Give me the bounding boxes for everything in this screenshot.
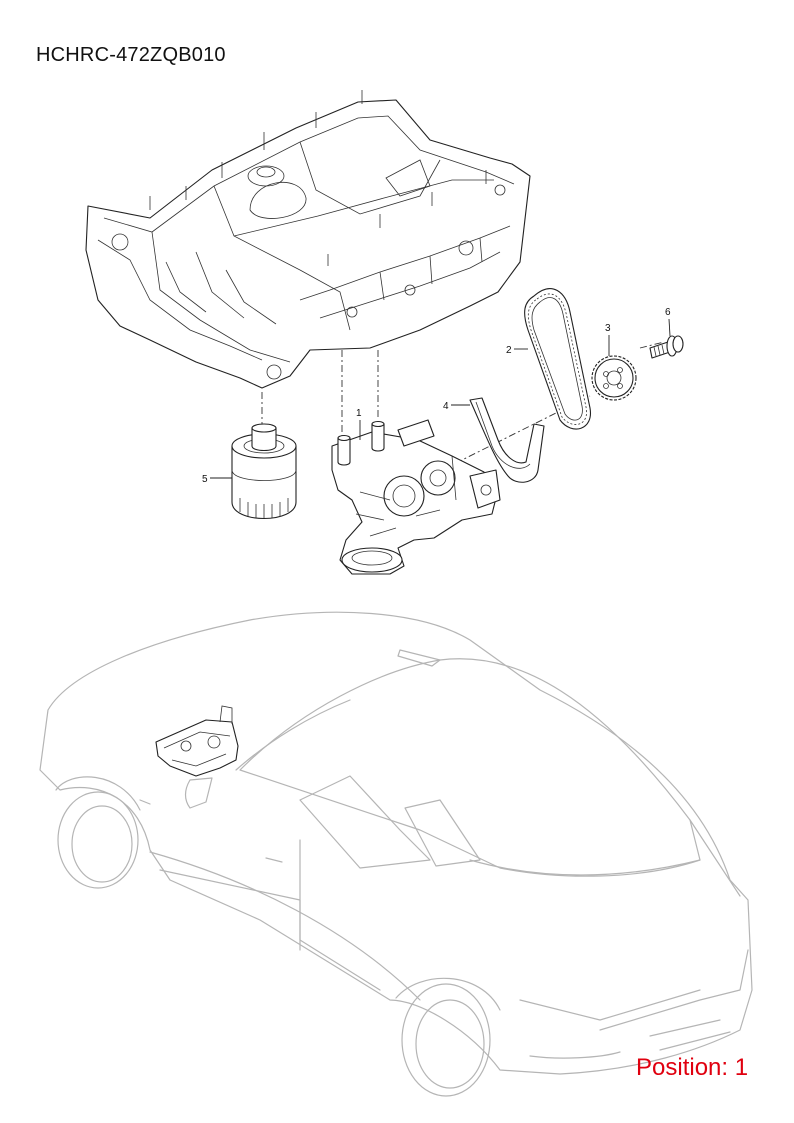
drive-chain	[524, 288, 591, 430]
callout-4: 4	[443, 401, 470, 412]
callout-number: 6	[665, 307, 671, 318]
callout-number: 3	[605, 323, 611, 334]
oil-filter	[231, 423, 297, 519]
engine-bay-location	[155, 705, 239, 777]
callout-6: 6	[665, 307, 671, 337]
diagram-code: HCHRC-472ZQB010	[36, 44, 226, 66]
callout-3: 3	[605, 323, 611, 356]
vehicle-locator-outline	[39, 611, 753, 1097]
oil-pan-housing	[85, 90, 531, 389]
guide-line	[639, 341, 665, 349]
callout-number: 5	[202, 474, 208, 485]
oil-pump-assembly	[331, 419, 501, 575]
bolt	[649, 335, 684, 359]
callout-number: 4	[443, 401, 449, 412]
callout-number: 1	[356, 408, 362, 419]
callout-5: 5	[202, 474, 232, 485]
callout-number: 2	[506, 345, 512, 356]
callout-1: 1	[356, 408, 362, 440]
sprocket	[591, 355, 637, 401]
chain-guide	[469, 397, 545, 483]
position-label: Position: 1	[636, 1054, 749, 1081]
callout-2: 2	[506, 345, 528, 356]
